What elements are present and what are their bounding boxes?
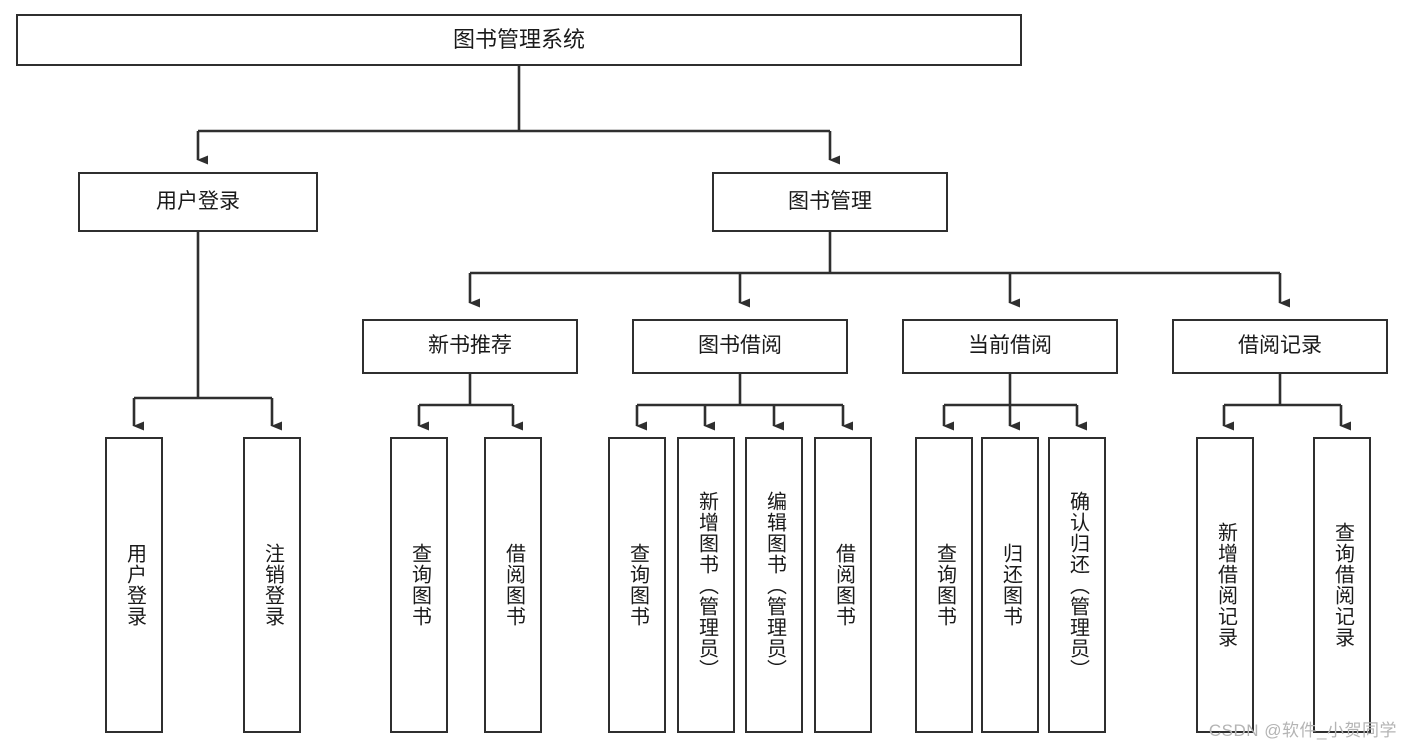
node-new-book-recommend[interactable]: 新书推荐 — [362, 319, 578, 374]
node-label: 新书推荐 — [428, 334, 512, 358]
node-label: 用户登录 — [156, 189, 240, 213]
node-label: 用户登录 — [123, 543, 146, 627]
csdn-watermark: CSDN @软件_小贺同学 — [1208, 721, 1397, 740]
node-current-borrow[interactable]: 当前借阅 — [902, 319, 1118, 374]
leaf-borrow-query-book[interactable]: 查询图书 — [608, 437, 666, 733]
leaf-record-add-record[interactable]: 新增借阅记录 — [1196, 437, 1254, 733]
node-label: 新增借阅记录 — [1214, 522, 1237, 648]
leaf-borrow-add-book[interactable]: 新增图书（管理员） — [677, 437, 735, 733]
leaf-recommend-borrow-book[interactable]: 借阅图书 — [484, 437, 542, 733]
node-book-management[interactable]: 图书管理 — [712, 172, 948, 232]
leaf-record-query-record[interactable]: 查询借阅记录 — [1313, 437, 1371, 733]
leaf-borrow-edit-book[interactable]: 编辑图书（管理员） — [745, 437, 803, 733]
node-label: 查询图书 — [408, 543, 431, 627]
leaf-user-login-login[interactable]: 用户登录 — [105, 437, 163, 733]
node-user-login[interactable]: 用户登录 — [78, 172, 318, 232]
node-borrow-record[interactable]: 借阅记录 — [1172, 319, 1388, 374]
node-label: 确认归还（管理员） — [1066, 490, 1089, 680]
leaf-recommend-query-book[interactable]: 查询图书 — [390, 437, 448, 733]
leaf-current-confirm-return[interactable]: 确认归还（管理员） — [1048, 437, 1106, 733]
leaf-user-login-logout[interactable]: 注销登录 — [243, 437, 301, 733]
node-label: 新增图书（管理员） — [695, 490, 718, 680]
leaf-current-query-book[interactable]: 查询图书 — [915, 437, 973, 733]
leaf-current-return-book[interactable]: 归还图书 — [981, 437, 1039, 733]
node-label: 查询图书 — [626, 543, 649, 627]
node-label: 查询图书 — [933, 543, 956, 627]
node-label: 编辑图书（管理员） — [763, 490, 786, 680]
node-label: 图书管理 — [788, 189, 872, 213]
node-label: 借阅图书 — [502, 543, 525, 627]
leaf-borrow-borrow-book[interactable]: 借阅图书 — [814, 437, 872, 733]
node-label: 当前借阅 — [968, 334, 1052, 358]
node-label: 图书管理系统 — [452, 27, 585, 53]
node-label: 归还图书 — [999, 543, 1022, 627]
node-book-borrow[interactable]: 图书借阅 — [632, 319, 848, 374]
node-label: 查询借阅记录 — [1331, 522, 1354, 648]
node-root-system[interactable]: 图书管理系统 — [16, 14, 1022, 66]
node-label: 图书借阅 — [698, 334, 782, 358]
node-label: 借阅记录 — [1238, 334, 1322, 358]
node-label: 注销登录 — [261, 543, 284, 627]
node-label: 借阅图书 — [832, 543, 855, 627]
